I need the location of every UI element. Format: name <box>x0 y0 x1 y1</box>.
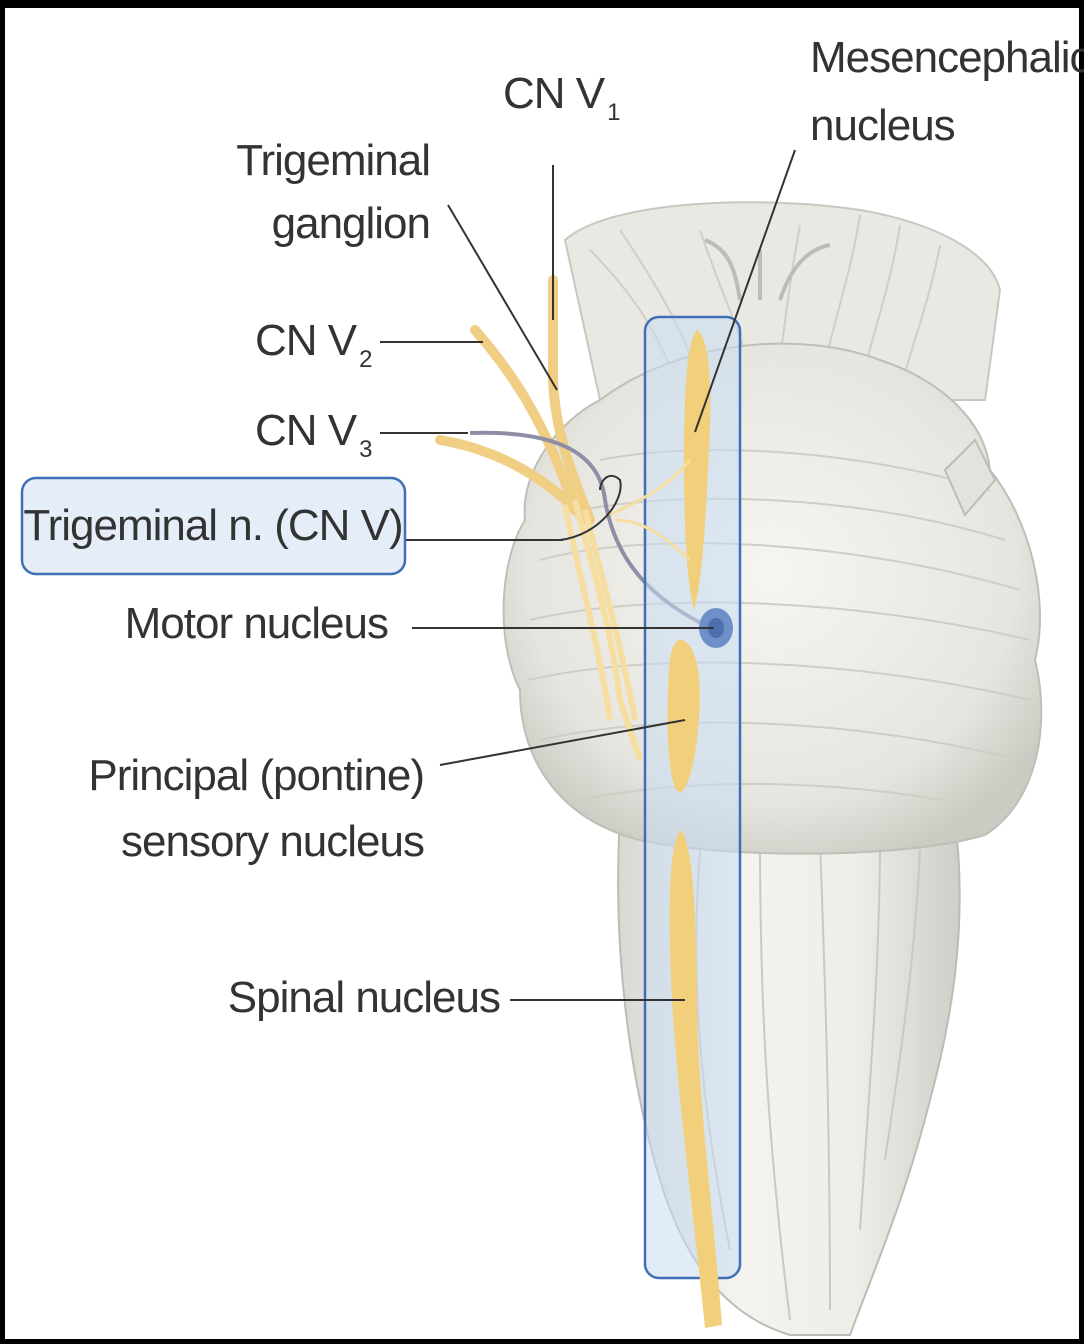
label-spinal-nucleus: Spinal nucleus <box>228 973 500 1022</box>
svg-text:Trigeminal: Trigeminal <box>236 136 430 185</box>
svg-text:CN V1: CN V1 <box>503 69 620 126</box>
svg-text:CN V2: CN V2 <box>255 316 372 373</box>
label-trigeminal-nerve: Trigeminal n. (CN V) <box>23 501 402 550</box>
svg-text:Principal (pontine): Principal (pontine) <box>88 751 424 800</box>
label-mesencephalic-nucleus: Mesencephalic nucleus <box>810 33 1084 150</box>
svg-text:ganglion: ganglion <box>272 199 430 248</box>
label-motor-nucleus: Motor nucleus <box>125 599 388 648</box>
svg-text:sensory nucleus: sensory nucleus <box>121 817 424 866</box>
svg-text:nucleus: nucleus <box>810 101 955 150</box>
svg-text:CN V3: CN V3 <box>255 406 372 463</box>
svg-text:Mesencephalic: Mesencephalic <box>810 33 1084 82</box>
label-principal-sensory-nucleus: Principal (pontine) sensory nucleus <box>88 751 424 866</box>
label-trigeminal-ganglion: Trigeminal ganglion <box>236 136 430 248</box>
